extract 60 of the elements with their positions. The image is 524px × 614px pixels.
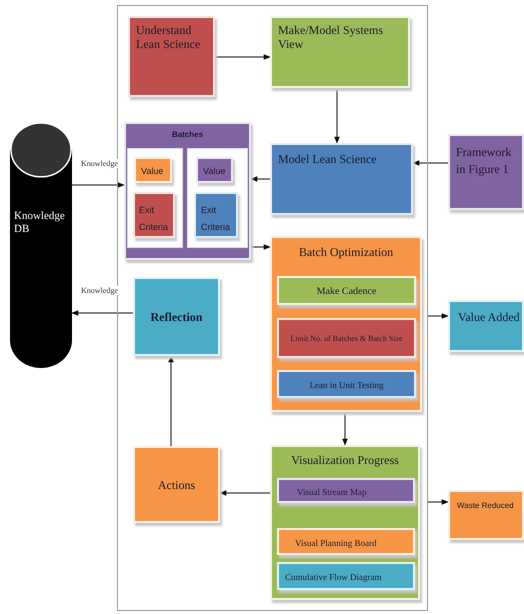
input-box bbox=[448, 134, 524, 210]
process-box bbox=[194, 192, 238, 238]
node-label: Value bbox=[203, 166, 226, 176]
arrow bbox=[71, 310, 134, 316]
group-box bbox=[270, 445, 420, 600]
arrow bbox=[334, 88, 340, 144]
node-label: Make/Model Systems View bbox=[278, 24, 384, 52]
arrow bbox=[428, 313, 449, 319]
output-box bbox=[448, 300, 524, 352]
node-label: Waste Reduced bbox=[457, 501, 515, 510]
panel bbox=[187, 148, 248, 248]
process-box bbox=[128, 16, 215, 97]
panel bbox=[127, 148, 183, 248]
arrow bbox=[250, 176, 270, 182]
arrow bbox=[214, 54, 271, 60]
process-box bbox=[133, 277, 220, 356]
arrow bbox=[72, 182, 125, 188]
arrow bbox=[428, 499, 449, 505]
process-box bbox=[277, 318, 416, 358]
edge-label: Knowledge bbox=[80, 286, 119, 295]
node-label: Limit No. of Batches & Batch Size bbox=[289, 334, 404, 344]
process-box bbox=[133, 446, 220, 523]
node-label: Exit Criteria bbox=[201, 204, 232, 234]
output-box bbox=[448, 490, 524, 540]
process-box bbox=[277, 562, 415, 590]
node-label: Cumulative Flow Diagram bbox=[285, 572, 382, 582]
process-box bbox=[270, 16, 410, 88]
process-box bbox=[277, 478, 415, 503]
node-label: Lean in Unit Testing bbox=[308, 380, 384, 390]
node-label: Value bbox=[141, 166, 164, 176]
arrow bbox=[250, 244, 271, 250]
process-box bbox=[270, 143, 413, 215]
process-box bbox=[277, 370, 416, 398]
group-box bbox=[270, 236, 422, 412]
node-label: Visual Planning Board bbox=[295, 538, 378, 548]
group-box bbox=[124, 122, 251, 260]
node-label: Make Cadence bbox=[316, 286, 378, 298]
node-label: Reflection bbox=[150, 311, 204, 325]
arrow bbox=[219, 490, 270, 496]
process-box bbox=[133, 192, 175, 238]
node-label: Value Added bbox=[458, 309, 521, 326]
edge-label: Knowledge bbox=[80, 159, 119, 168]
arrow bbox=[342, 412, 348, 446]
process-box bbox=[277, 528, 415, 555]
arrow bbox=[412, 160, 448, 166]
node-label: Model Lean Science bbox=[278, 153, 378, 167]
process-box bbox=[196, 157, 233, 183]
group-title: Batch Optimization bbox=[298, 246, 394, 260]
process-box bbox=[134, 157, 172, 183]
group-title: Visualization Progress bbox=[290, 454, 400, 468]
node-label: Knowledge DB bbox=[14, 210, 66, 236]
node-label: Visual Stream Map bbox=[297, 487, 368, 498]
node-label: Exit Criteria bbox=[139, 204, 170, 234]
arrow bbox=[168, 355, 174, 446]
process-box bbox=[277, 276, 416, 305]
group-title: Batches bbox=[170, 130, 204, 140]
node-label: Framework in Figure 1 bbox=[456, 144, 512, 178]
outer-frame bbox=[117, 5, 428, 611]
node-label: Actions bbox=[156, 479, 196, 493]
node-label: Understand Lean Science bbox=[136, 24, 202, 52]
